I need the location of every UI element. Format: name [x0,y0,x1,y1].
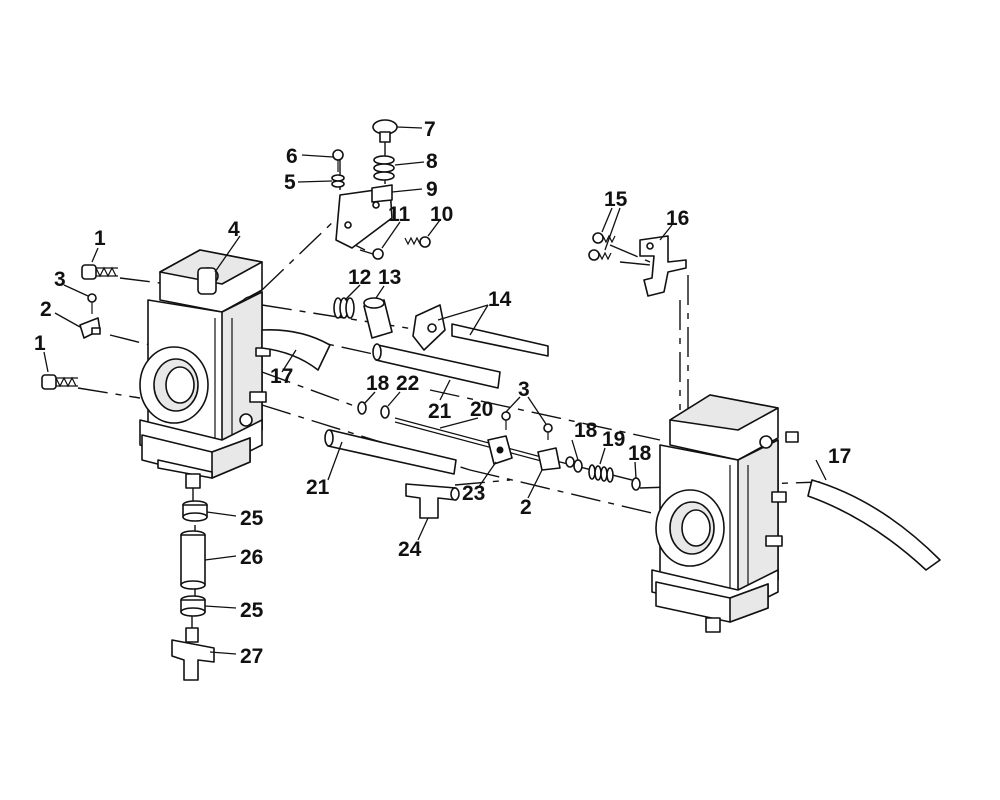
callout-18-center: 18 [574,419,598,442]
part-6-screw [332,149,344,172]
callout-2-left: 2 [40,298,52,321]
callout-2-center: 2 [520,496,532,519]
callout-3-center: 3 [518,378,530,401]
part-20-rod [394,417,561,467]
part-18-washer-left [357,401,367,415]
callout-11: 11 [388,203,411,226]
part-9-bracket [335,184,393,249]
callout-10: 10 [430,203,453,226]
callout-12: 12 [348,266,371,289]
callout-19: 19 [602,428,625,451]
callout-25-bottom: 25 [240,599,264,622]
callout-16: 16 [666,207,689,230]
callout-26: 26 [240,546,263,569]
callout-21-upper: 21 [428,400,452,423]
part-1-screw-bottom [41,374,78,390]
callout-8: 8 [426,150,438,173]
part-23-coupling [487,435,513,465]
callout-24: 24 [398,538,422,561]
part-10-screw [404,236,431,248]
callout-18-right: 18 [628,442,652,465]
callout-labels: 1 1 2 2 3 3 4 5 6 7 8 9 10 11 12 13 14 1… [34,118,851,668]
left-carburetor [139,249,271,489]
callout-23: 23 [462,482,485,505]
callout-27: 27 [240,645,263,668]
part-11-screw [359,248,384,260]
part-12-spring [333,297,355,319]
part-26-hose [180,530,206,590]
part-24-tee [405,483,460,519]
callout-9: 9 [426,178,438,201]
part-8-spring [373,155,395,181]
part-4-shaft [197,267,217,295]
part-18-washer-far [631,477,641,491]
part-14-lever-shaft [412,304,549,357]
leader-lines [43,126,827,655]
part-17-hose-left [261,328,331,371]
part-2-clip-left [79,317,101,339]
part-5-spring [331,174,345,188]
part-2-clip-center [537,447,575,471]
callout-13: 13 [378,266,401,289]
part-7-screw [372,119,398,143]
part-15-screws [588,232,616,261]
callout-1-bottom: 1 [34,332,46,355]
callout-22: 22 [396,372,419,395]
part-17-hose-right [807,479,941,571]
part-27-tee [171,627,215,681]
callout-17-left: 17 [270,365,293,388]
callout-20: 20 [470,398,493,421]
part-1-screw-top [81,264,118,280]
callout-15: 15 [604,188,628,211]
part-13-collar [363,297,393,339]
part-21-shaft-upper [372,343,501,389]
part-3-screw-left [87,293,97,314]
right-carburetor [651,394,799,633]
callout-25-top: 25 [240,507,264,530]
part-19-spring [588,464,614,483]
callout-3-left: 3 [54,268,66,291]
callout-21-lower: 21 [306,476,330,499]
part-25-clamp-top [182,500,208,522]
part-16-bracket [639,235,687,297]
part-25-clamp-bottom [180,595,206,617]
part-3-screws-center [501,411,553,440]
part-21-shaft-lower [324,429,457,475]
callout-7: 7 [424,118,436,141]
part-18-washer-right [573,459,583,473]
callout-17-right: 17 [828,445,851,468]
callout-6: 6 [286,145,298,168]
part-22-eclip [380,405,390,419]
callout-5: 5 [284,171,296,194]
callout-4: 4 [228,218,240,241]
callout-18-left: 18 [366,372,390,395]
callout-1-top: 1 [94,227,106,250]
callout-14: 14 [488,288,512,311]
